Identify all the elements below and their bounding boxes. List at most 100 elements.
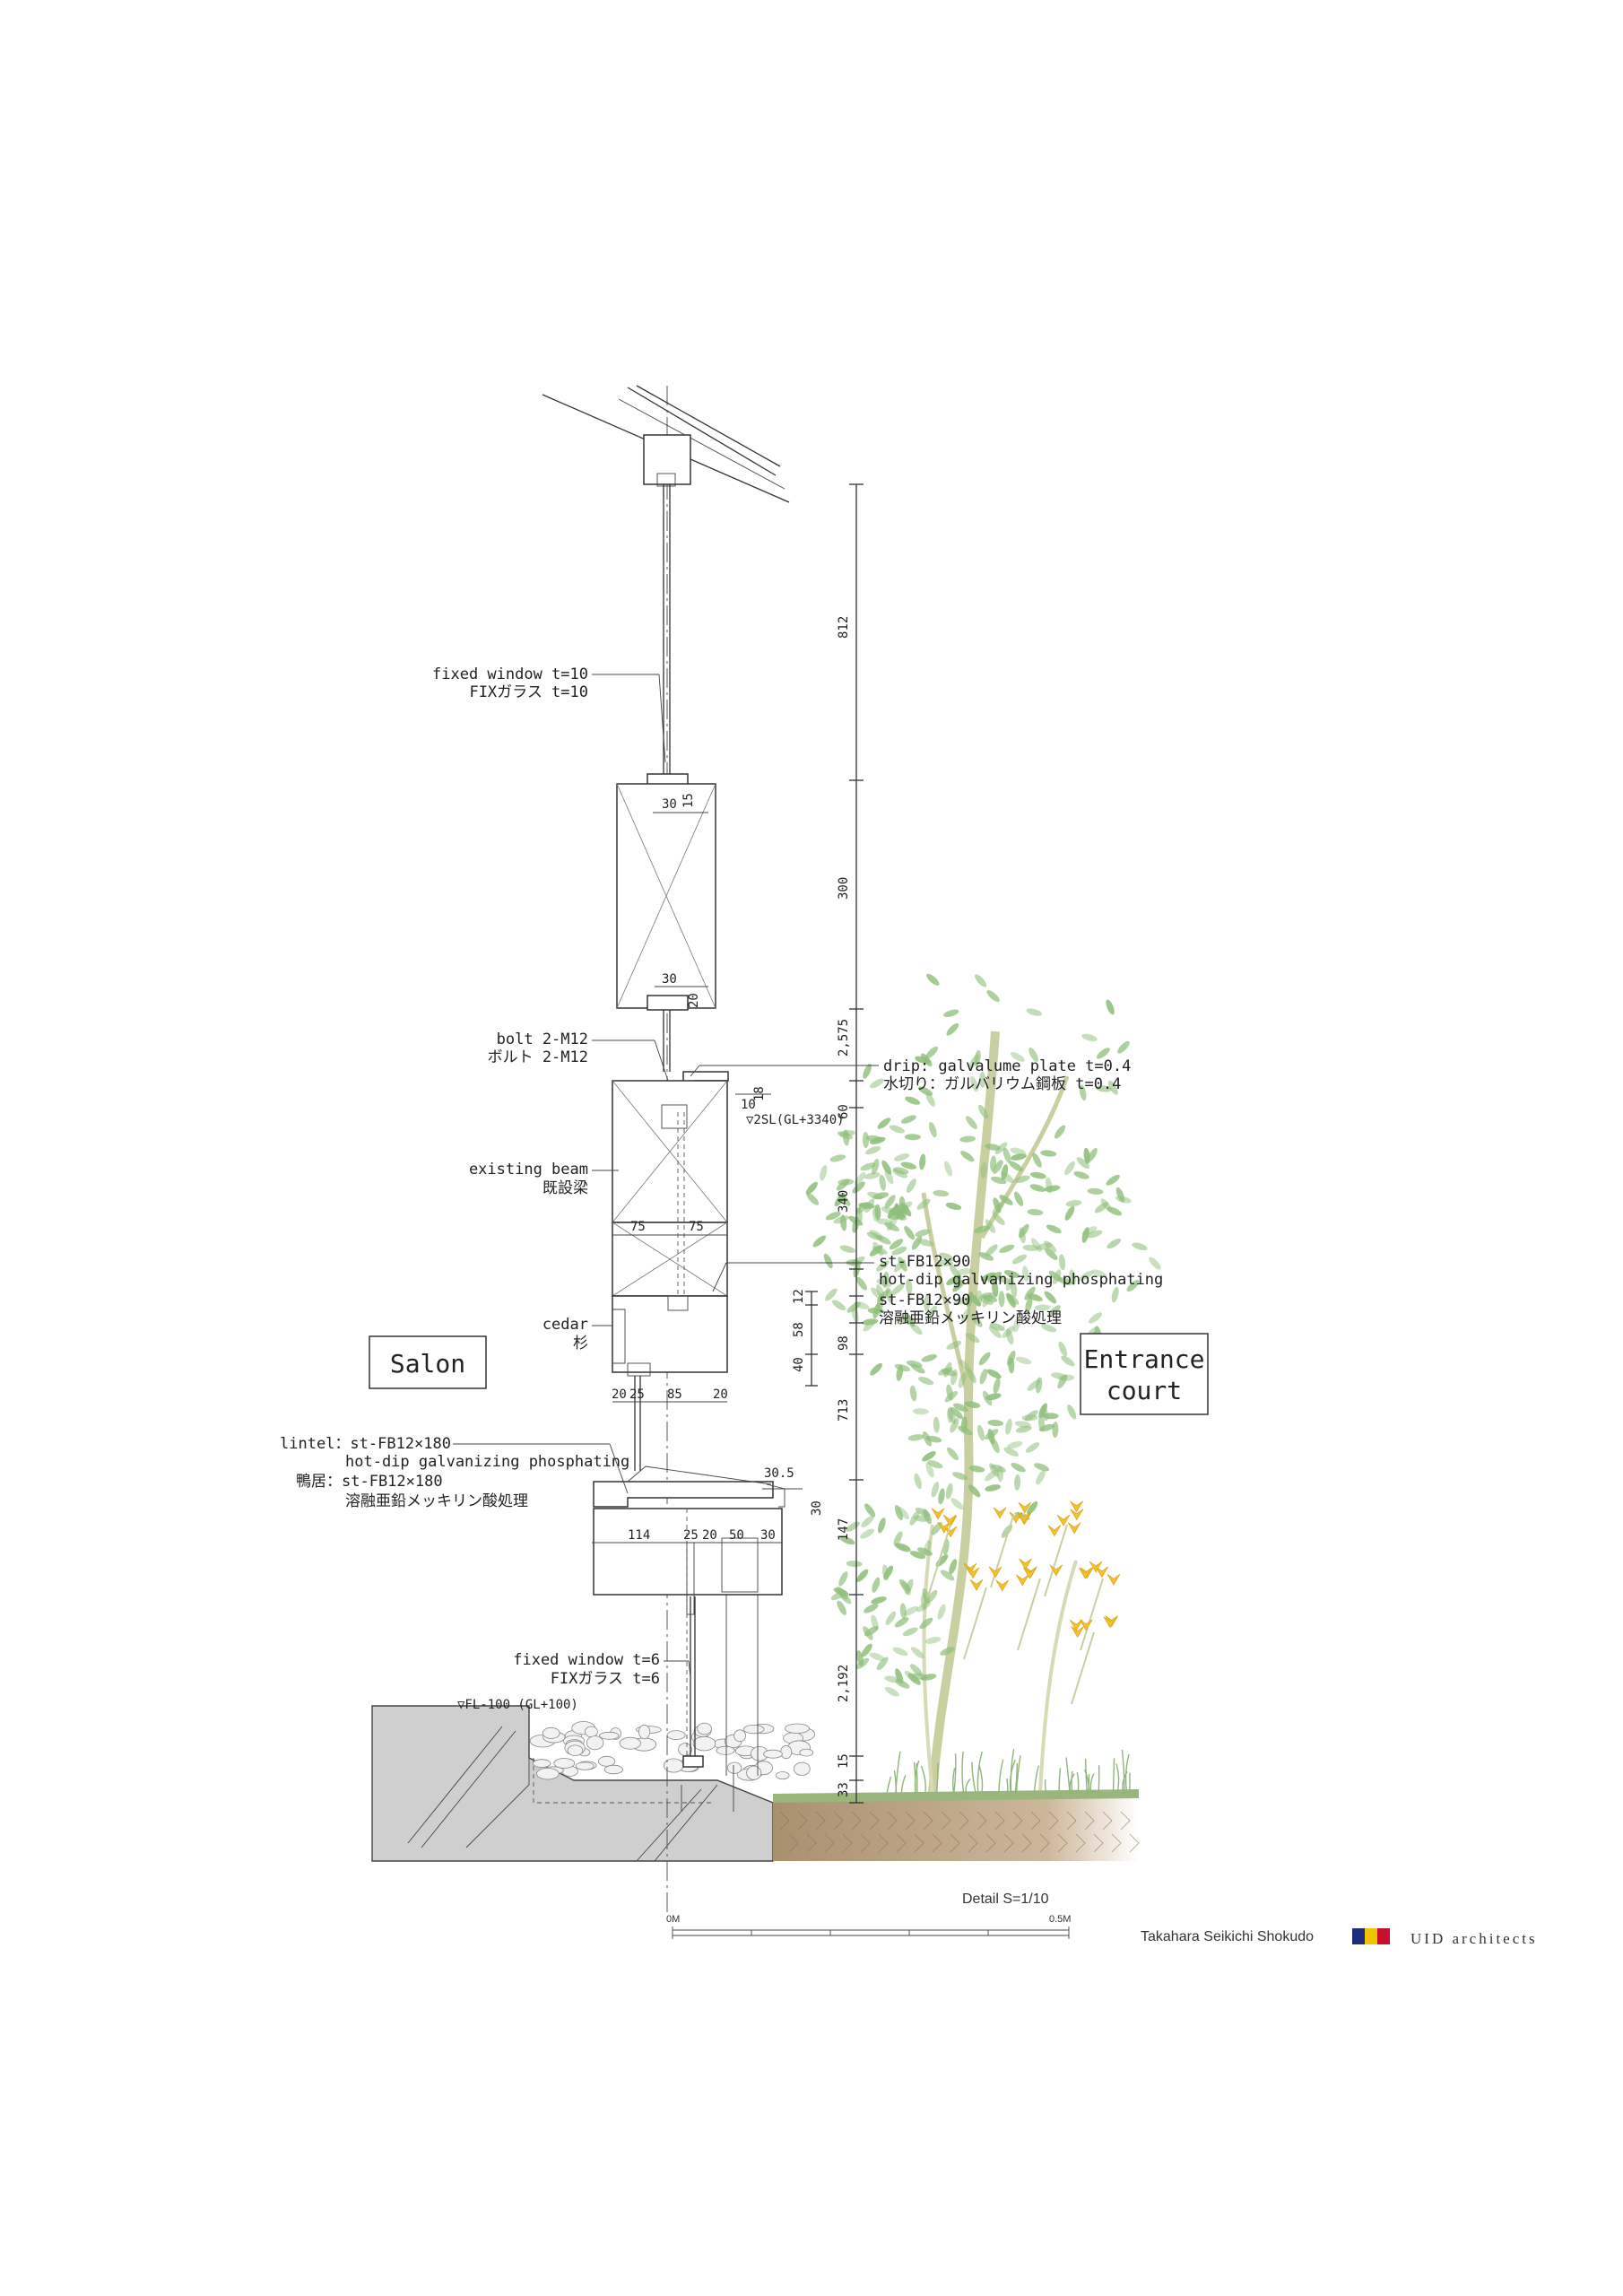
leaf [867,1191,883,1200]
leaf [960,1151,975,1162]
leaf [894,1543,910,1551]
leaf [823,1253,833,1269]
leaf [940,1647,955,1656]
label-level-fl: ▽FL-100 (GL+100) [457,1698,578,1712]
dim-147: 147 [837,1518,851,1541]
leaf [852,1181,865,1194]
leaf [1107,1206,1123,1216]
label-lintel-2: hot-dip galvanizing phosphating [345,1453,629,1471]
leaf [837,1600,846,1615]
leaf [925,1462,934,1478]
label-lintel-1: lintel：st-FB12×180 [280,1435,451,1453]
grass-blade [1069,1773,1075,1795]
grass-blade [1076,1771,1080,1795]
leaf [885,1611,897,1626]
label-existing-beam: existing beam [469,1161,588,1178]
label-lintel-jp2: 溶融亜鉛メッキリン酸処理 [345,1492,528,1510]
leaf [861,1643,872,1657]
leaf [895,1204,904,1219]
flower [1069,1619,1083,1631]
leaf [1002,1147,1011,1163]
leaf [917,1547,933,1556]
flower [937,1521,951,1534]
grass-blade [1006,1779,1009,1795]
dim-75b: 75 [689,1220,704,1234]
leaf [865,1135,882,1143]
flower [963,1562,977,1575]
leaf [1011,1254,1028,1265]
leaf [926,1305,937,1320]
leaf [1106,1174,1120,1186]
leaf [1058,1254,1066,1271]
leaf [1073,1171,1089,1179]
leaf [869,1652,885,1661]
label-fb90-2: hot-dip galvanizing phosphating [879,1271,1163,1289]
leaf [977,1104,989,1119]
leaf [989,1463,1000,1478]
leaf [906,1278,913,1295]
leaf [876,1279,892,1287]
leaf [812,1235,826,1248]
leaf [1041,1324,1057,1333]
leaf [891,1283,905,1295]
leaf [1026,1008,1043,1016]
dim-30d: 30 [760,1528,776,1543]
soil-hatch [779,1811,1140,1853]
leaf [902,1627,918,1637]
leaf [839,1245,856,1253]
leaf [910,1647,924,1658]
leaf [1046,1224,1062,1234]
leaf [893,1153,910,1161]
pebble [638,1724,651,1740]
lintel [593,1465,785,1776]
leaf [829,1154,846,1162]
grass-blade [1065,1757,1071,1795]
leaf [1149,1257,1161,1270]
label-fixed-window-bottom-jp: FIXガラス t=6 [551,1670,660,1688]
leaf [959,1359,971,1372]
dim-25b: 25 [683,1528,699,1543]
flower-stem [927,1524,951,1597]
flower [1089,1561,1103,1573]
label-fixed-window-bottom: fixed window t=6 [513,1651,660,1669]
leaf [885,1287,893,1303]
soil-mark [1066,1811,1086,1853]
dim-30a: 30 [662,797,677,812]
leaf [991,1438,1000,1454]
leaf [909,1551,926,1560]
grass-blade [1033,1765,1039,1795]
leaf [1003,1270,1020,1278]
leaf [856,1650,864,1666]
soil-mark [923,1811,942,1853]
cedar-member [612,1295,728,1471]
leaf [943,1009,959,1018]
leaf [1079,1084,1087,1101]
dim-713: 713 [837,1399,851,1422]
dim-33: 33 [837,1782,851,1797]
dim-15: 15 [681,793,696,808]
pebble [793,1761,811,1776]
leaf [1089,1312,1103,1324]
flower [943,1526,958,1538]
leaf [1091,1269,1107,1278]
flower [1070,1509,1084,1521]
leaf [993,1197,1002,1213]
leaf [855,1202,870,1214]
dim-340: 340 [837,1190,851,1213]
leaf [914,1473,922,1490]
leaf [928,1121,937,1138]
existing-beam [612,1071,729,1300]
flower [1017,1511,1031,1524]
pebble [799,1748,813,1757]
pebble [763,1749,783,1759]
leaf [839,1535,855,1545]
leaf [952,1279,965,1292]
leaf [881,1206,898,1215]
leaf [862,1318,879,1326]
project-name: Takahara Seikichi Shokudo [1141,1929,1314,1944]
leaf [805,1181,818,1195]
leaf [1111,1286,1119,1303]
label-fixed-window-top-jp: FIXガラス t=10 [469,683,588,701]
leaf [876,1657,889,1671]
